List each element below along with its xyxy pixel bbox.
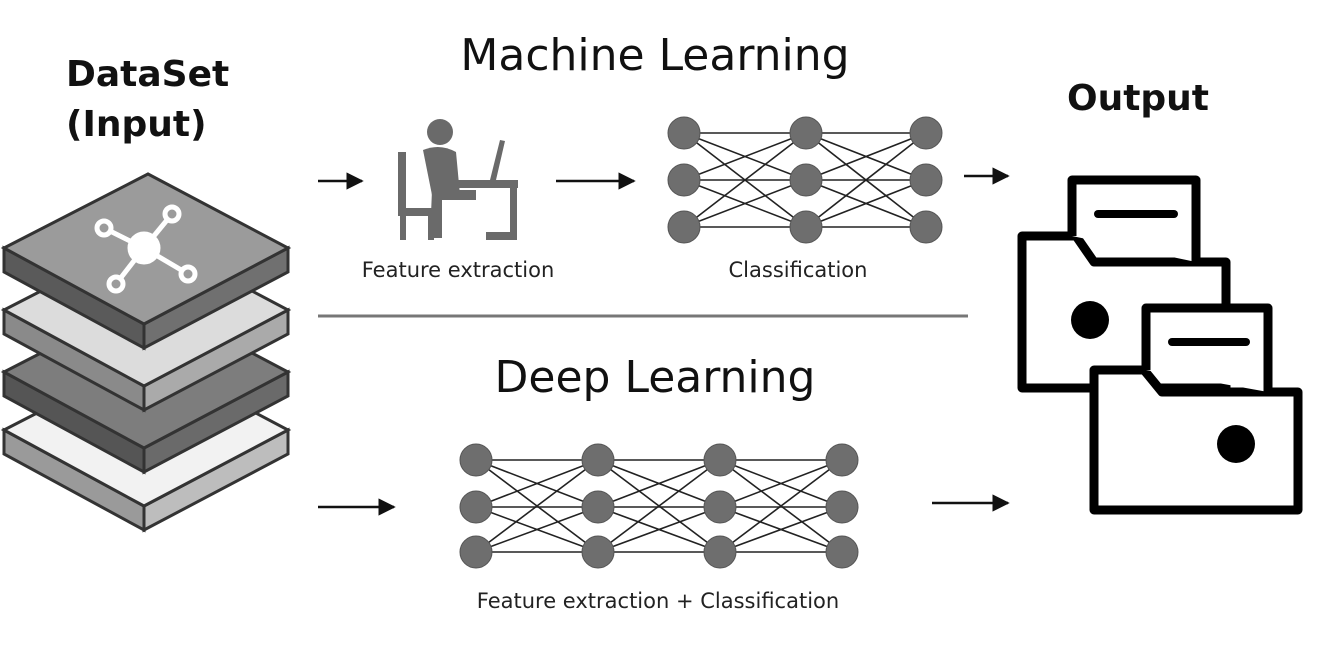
network-node <box>909 116 943 150</box>
person-at-desk-icon <box>398 119 518 240</box>
dl-combined-label: Feature extraction + Classification <box>477 589 839 613</box>
network-node <box>703 443 737 477</box>
network-hub-icon <box>94 204 198 294</box>
network-node <box>703 535 737 569</box>
network-edge <box>597 459 721 508</box>
network-node <box>459 535 493 569</box>
network-node <box>581 535 615 569</box>
network-node <box>825 443 859 477</box>
network-node <box>789 116 823 150</box>
network-node <box>909 163 943 197</box>
network-node <box>909 210 943 244</box>
network-node <box>581 443 615 477</box>
network-node <box>789 163 823 197</box>
network-edge <box>719 459 843 553</box>
network-node <box>459 490 493 524</box>
network-edge <box>805 179 927 228</box>
network-node <box>825 535 859 569</box>
stacked-layers-icon <box>0 172 292 533</box>
folder-front-icon <box>1089 303 1303 515</box>
output-title: Output <box>1067 78 1209 119</box>
network-node <box>667 210 701 244</box>
network-node <box>459 443 493 477</box>
neural-network-icon <box>667 116 943 244</box>
network-node <box>667 116 701 150</box>
network-edge <box>805 132 927 228</box>
ml-classification-label: Classification <box>729 258 868 282</box>
network-edge <box>683 179 807 228</box>
network-node <box>581 490 615 524</box>
machine-learning-title: Machine Learning <box>460 30 849 81</box>
network-node <box>703 490 737 524</box>
ml-feature-extraction-label: Feature extraction <box>362 258 555 282</box>
network-edge <box>475 506 599 553</box>
input-title-line1: DataSet <box>66 54 229 95</box>
network-edge <box>805 132 927 181</box>
folders-icon <box>1017 175 1303 515</box>
network-edge <box>475 459 599 508</box>
network-edge <box>597 459 721 553</box>
deep-learning-title: Deep Learning <box>495 352 816 403</box>
network-edge <box>683 132 807 228</box>
input-title-line2: (Input) <box>66 104 207 145</box>
neural-network-icon <box>459 443 859 569</box>
network-node <box>825 490 859 524</box>
network-edge <box>475 459 599 553</box>
network-node <box>789 210 823 244</box>
network-edge <box>597 506 721 553</box>
network-edge <box>683 132 807 181</box>
network-node <box>667 163 701 197</box>
network-edge <box>719 506 843 553</box>
network-edge <box>719 459 843 508</box>
